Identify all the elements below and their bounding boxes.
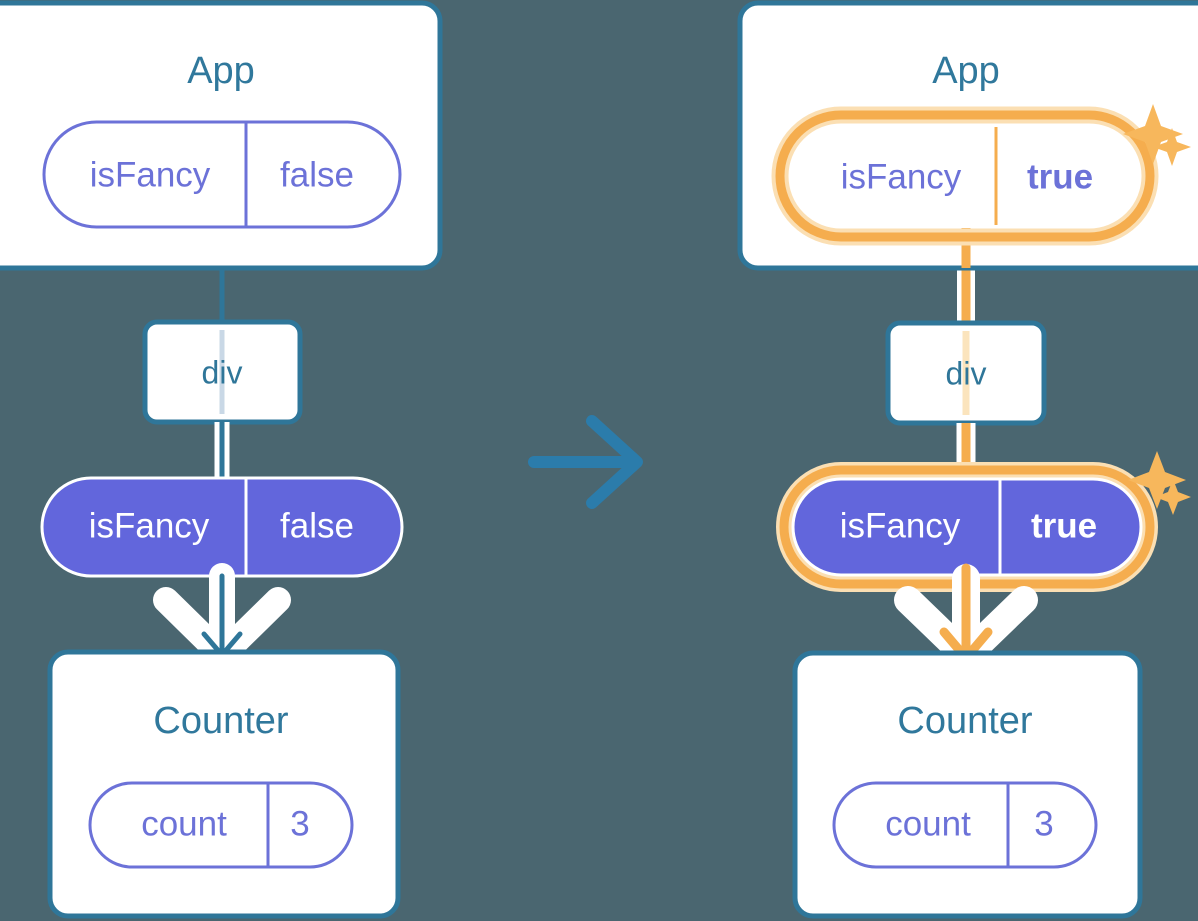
app-title-after: App	[932, 50, 1000, 92]
app-state-pill-before	[42, 120, 402, 229]
counter-state-pill-before	[88, 781, 354, 869]
prop-pill-value-after: true	[1031, 506, 1097, 545]
counter-state-pill-value-after: 3	[1034, 804, 1053, 843]
div-node-label-before: div	[202, 354, 243, 390]
div-node-label-after: div	[946, 355, 987, 391]
counter-title-before: Counter	[153, 700, 289, 742]
app-state-pill-value-before: false	[280, 155, 354, 194]
app-state-pill-key-before: isFancy	[90, 155, 211, 194]
counter-state-pill-key-before: count	[141, 804, 227, 843]
counter-state-pill-value-before: 3	[290, 804, 309, 843]
sparkle-icon-app-large	[1123, 104, 1183, 164]
app-state-pill-ring-after	[775, 110, 1155, 242]
prop-pill-key-after: isFancy	[840, 506, 961, 545]
app-state-pill-value-after: true	[1027, 157, 1093, 196]
arrow-right-icon	[528, 415, 643, 509]
counter-title-after: Counter	[897, 700, 1033, 742]
sparkle-icon-prop-small	[1155, 479, 1191, 515]
counter-state-pill-key-after: count	[885, 804, 971, 843]
app-state-pill-key-after: isFancy	[841, 157, 962, 196]
sparkle-icon-app-small	[1153, 128, 1191, 166]
counter-state-pill-after	[832, 781, 1098, 869]
app-state-pill-after	[789, 124, 1141, 228]
app-title-before: App	[187, 50, 255, 92]
sparkle-icon-prop-large	[1128, 451, 1186, 509]
prop-pill-key-before: isFancy	[89, 506, 210, 545]
prop-pill-value-before: false	[280, 506, 354, 545]
